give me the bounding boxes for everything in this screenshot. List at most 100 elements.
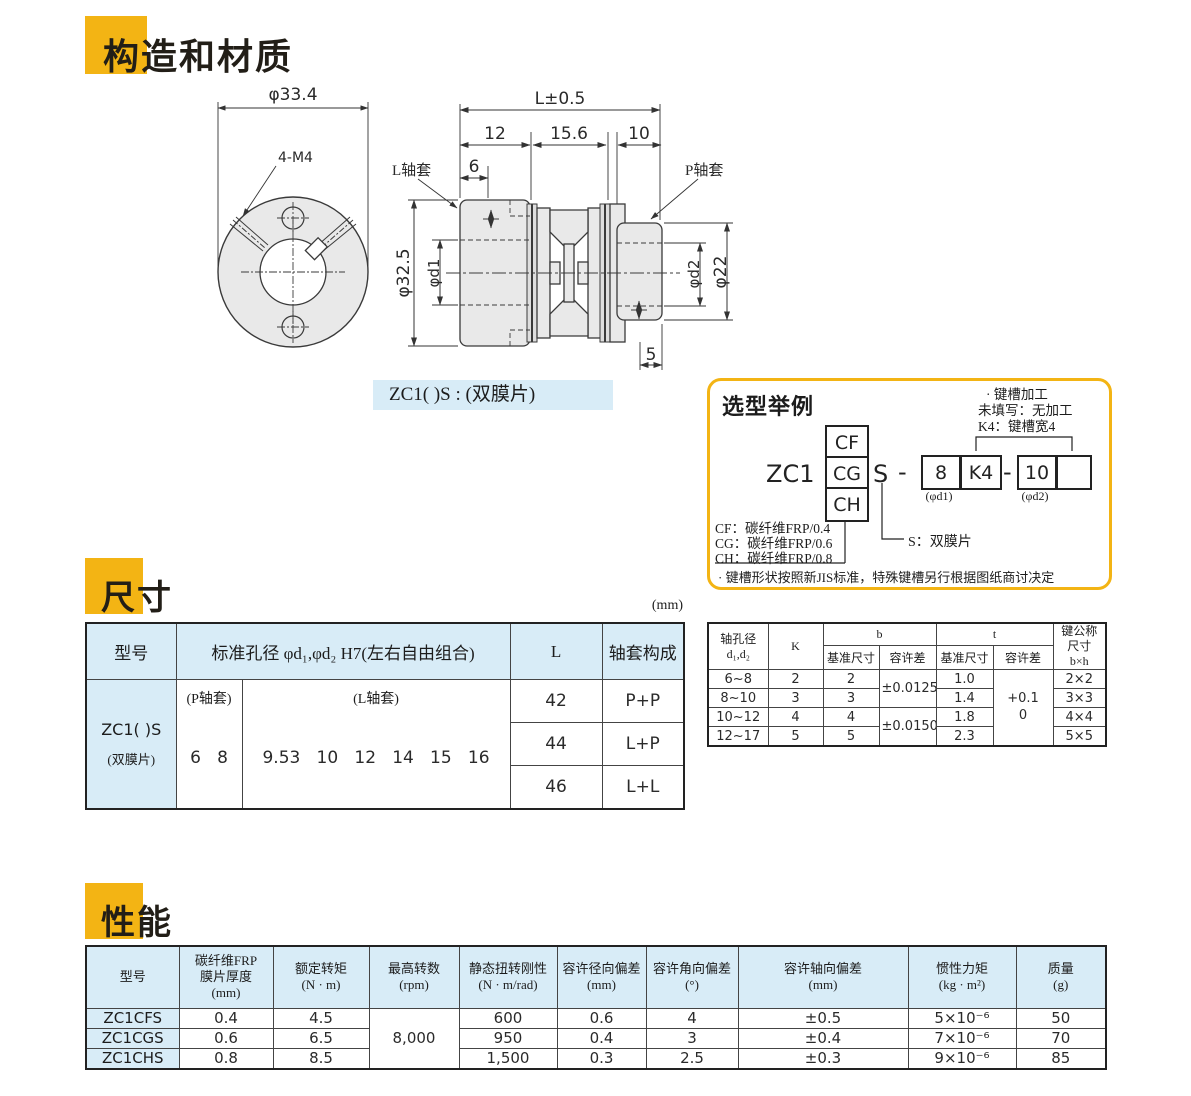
- table-cell: 3: [645, 1027, 739, 1049]
- l-sleeve-label: (L轴套): [353, 692, 399, 708]
- table-cell: 8~10: [707, 688, 769, 708]
- section-accent-square: [85, 16, 147, 74]
- model-cell: ZC1CHS: [85, 1047, 180, 1069]
- col-header-bore: 标准孔径 φd₁,φd₂ H7(左右自由组合): [175, 622, 511, 680]
- model-subname: (双膜片): [107, 751, 156, 767]
- table-cell: 0.8: [178, 1047, 274, 1069]
- col-header-torque: 额定转矩 (N · m): [272, 945, 370, 1009]
- table-cell: 6.5: [272, 1027, 370, 1049]
- col-header-axial: 容许轴向偏差 (mm): [737, 945, 909, 1009]
- dim-disc-span: 15.6: [550, 124, 588, 144]
- table-row: ZC1CHS 0.8 8.5 1,500 0.3 2.5 ±0.3 9×10⁻⁶…: [85, 1047, 1107, 1069]
- table-cell: 4.5: [272, 1007, 370, 1029]
- material-note-cg: CG：碳纤维FRP/0.6: [715, 536, 833, 551]
- code-dash1: -: [898, 458, 907, 486]
- keyway-notch: [304, 236, 329, 261]
- table-cell: 70: [1015, 1027, 1107, 1049]
- col-header-inertia: 惯性力矩 (kg · m²): [907, 945, 1017, 1009]
- dim-left-hub: 12: [484, 124, 506, 144]
- dim-dia-d2: φd2: [685, 260, 703, 289]
- table-cell: 50: [1015, 1007, 1107, 1029]
- col-header-model: 型号: [85, 622, 177, 680]
- code-d2-label: (φd2): [1021, 489, 1049, 503]
- table-header-row: 型号 标准孔径 φd₁,φd₂ H7(左右自由组合) L 轴套构成: [85, 622, 685, 680]
- table-cell: 2.5: [645, 1047, 739, 1069]
- performance-table: 型号 碳纤维FRP 膜片厚度 (mm) 额定转矩 (N · m) 最高转数 (r…: [85, 945, 1107, 1070]
- table-cell: 0.4: [178, 1007, 274, 1029]
- label-l-sleeve: L轴套: [392, 162, 431, 179]
- table-cell: 10~12: [707, 707, 769, 727]
- table-cell: 1.0: [935, 669, 994, 689]
- table-row: ZC1CFS 0.4 4.5 8,000 600 0.6 4 ±0.5 5×10…: [85, 1007, 1107, 1069]
- col-header-bore-dia: 轴孔径 d₁,d₂: [707, 622, 769, 670]
- code-option-cg: CG: [825, 456, 869, 491]
- selection-bottom-note: · 键槽形状按照新JIS标准，特殊键槽另行根据图纸商讨决定: [718, 570, 1055, 585]
- table-cell: 0.3: [556, 1047, 647, 1069]
- table-cell: 0.6: [556, 1007, 647, 1029]
- table-header-row: 轴孔径 d₁,d₂ K b t 键公称 尺寸 b×h: [707, 622, 1107, 670]
- table-cell: 2.3: [935, 726, 994, 747]
- code-d2-box: 10: [1017, 455, 1057, 490]
- table-cell: 2: [822, 669, 880, 689]
- code-s: S: [873, 460, 889, 488]
- b-tolerance-cell: ±0.0150: [878, 707, 937, 747]
- material-note-cf: CF：碳纤维FRP/0.4: [715, 521, 831, 536]
- dim-dia-325: φ32.5: [394, 248, 414, 297]
- table-cell: ±0.3: [737, 1047, 909, 1069]
- l-sleeve-cell: (L轴套) 9.53 10 12 14 15 16: [241, 679, 511, 809]
- code-d1-box: 8: [921, 455, 961, 490]
- table-cell: 600: [458, 1007, 558, 1029]
- table-cell: 2: [767, 669, 824, 689]
- code-k4-box: K4: [960, 455, 1002, 490]
- table-cell: 4: [645, 1007, 739, 1029]
- keyway-note-line3: K4：键槽宽4: [978, 419, 1056, 434]
- table-cell: 85: [1015, 1047, 1107, 1069]
- material-note-ch: CH：碳纤维FRP/0.8: [715, 551, 833, 566]
- table-cell: 7×10⁻⁶: [907, 1027, 1017, 1049]
- model-name: ZC1( )S: [101, 719, 162, 739]
- table-cell: ±0.5: [737, 1007, 909, 1029]
- dim-hub-offset: 5: [646, 345, 657, 365]
- selection-title: 选型举例: [722, 394, 815, 419]
- table-header-row: 型号 碳纤维FRP 膜片厚度 (mm) 额定转矩 (N · m) 最高转数 (r…: [85, 945, 1107, 1009]
- code-dash2: -: [1003, 458, 1012, 486]
- code-d1-label: (φd1): [925, 489, 953, 503]
- table-header-row: 基准尺寸 容许差 基准尺寸 容许差: [708, 644, 1106, 671]
- table-cell: 12~17: [707, 726, 769, 747]
- col-header-t: t: [935, 622, 1054, 646]
- table-row: 12~17 5 5 2.3 5×5: [707, 726, 1107, 747]
- p-sleeve-values: 6 8: [190, 747, 228, 768]
- table-cell: 44: [509, 722, 603, 766]
- col-header-rigidity: 静态扭转刚性 (N · m/rad): [458, 945, 558, 1009]
- p-sleeve-label: (P轴套): [186, 692, 232, 708]
- table-cell: 3×3: [1052, 688, 1107, 708]
- rpm-merged-cell: 8,000: [368, 1007, 460, 1069]
- s-note: S：双膜片: [908, 535, 972, 550]
- section-title-performance: 性能: [101, 904, 173, 942]
- code-prefix: ZC1: [766, 460, 815, 488]
- table-cell: 4×4: [1052, 707, 1107, 727]
- col-header-b-base: 基准尺寸: [822, 644, 880, 671]
- table-cell: L+L: [601, 765, 685, 809]
- table-cell: 1.8: [935, 707, 994, 727]
- col-header-model: 型号: [85, 945, 180, 1009]
- col-header-nominal: 键公称 尺寸 b×h: [1052, 622, 1107, 670]
- section-accent-square: [85, 558, 143, 614]
- col-header-sleeve: 轴套构成: [601, 622, 685, 680]
- p-sleeve-cell: (P轴套) 6 8: [175, 679, 243, 809]
- table-cell: 5: [767, 726, 824, 747]
- model-cell: ZC1CFS: [85, 1007, 180, 1029]
- dim-screw-offset: 6: [469, 157, 480, 177]
- table-cell: L+P: [601, 722, 685, 766]
- front-dim-outer: φ33.4: [268, 85, 317, 105]
- col-header-b: b: [822, 622, 937, 646]
- col-header-t-base: 基准尺寸: [935, 644, 994, 671]
- table-cell: 5×10⁻⁶: [907, 1007, 1017, 1029]
- dim-dia-d1: φd1: [425, 259, 443, 288]
- table-row: ZC1CGS 0.6 6.5 950 0.4 3 ±0.4 7×10⁻⁶ 70: [85, 1027, 1107, 1049]
- table-cell: 3: [767, 688, 824, 708]
- table-cell: 0.6: [178, 1027, 274, 1049]
- t-tolerance-cell: +0.1 0: [992, 669, 1054, 747]
- table-cell: 4: [822, 707, 880, 727]
